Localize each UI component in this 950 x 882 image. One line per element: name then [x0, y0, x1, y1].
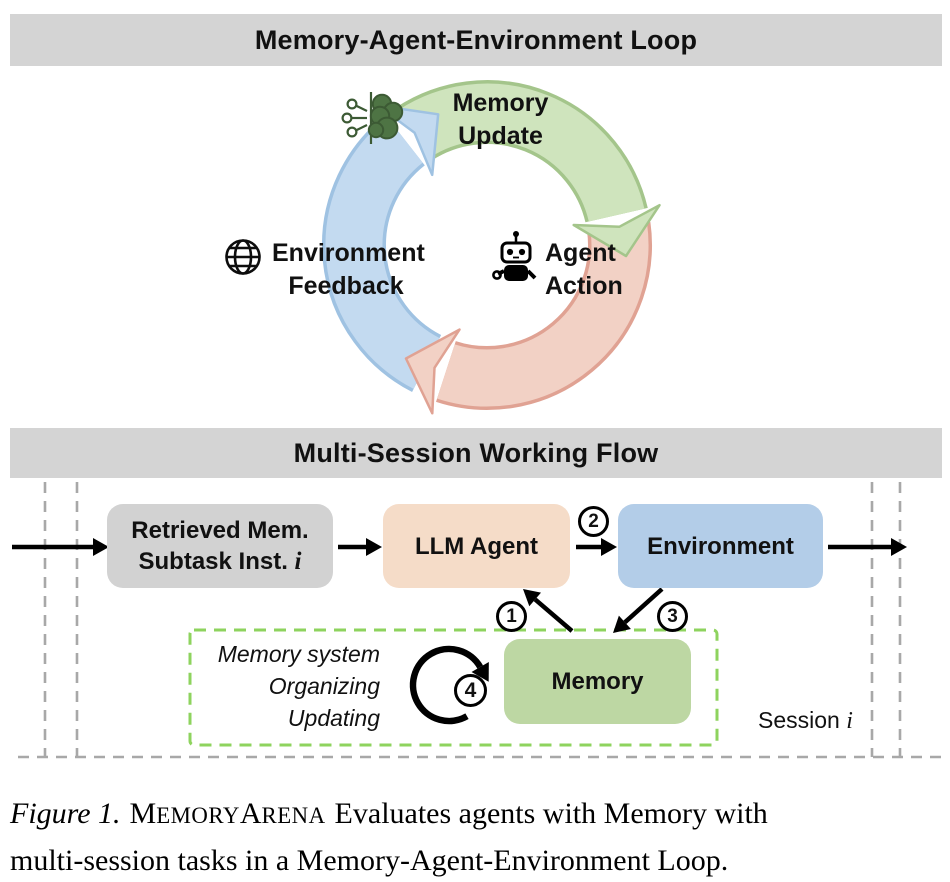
retrieved-memory-line1: Retrieved Mem.	[131, 517, 309, 544]
subtask-index-var: i	[294, 548, 302, 575]
environment-box-label: Environment	[647, 532, 794, 560]
memory-operations-label: Memory system Organizing Updating	[200, 638, 380, 734]
memory-box-label: Memory	[551, 668, 644, 695]
session-label: Session i	[758, 707, 853, 734]
step-1-badge: 1	[496, 601, 527, 632]
agent-action-line2: Action	[545, 272, 623, 300]
top-panel-title: Memory-Agent-Environment Loop	[254, 24, 698, 55]
agent-action-label: Agent Action	[545, 237, 623, 303]
globe-icon	[222, 236, 264, 283]
agent-action-line1: Agent	[545, 239, 616, 267]
session-index-var: i	[846, 708, 853, 734]
memory-ops-line2: Organizing	[268, 673, 380, 699]
environment-feedback-label: Environment Feedback	[272, 237, 425, 303]
memory-update-line2: Update	[458, 122, 543, 150]
memory-update-line1: Memory	[452, 89, 549, 117]
step-4-badge: 4	[454, 674, 487, 707]
step-2-badge: 2	[578, 506, 609, 537]
memory-box: Memory	[504, 639, 691, 724]
caption-line1: Figure 1.MemoryArenaEvaluates agents wit…	[10, 797, 768, 830]
memory-update-label: Memory Update	[418, 87, 583, 153]
brand-name: MemoryArena	[129, 797, 326, 830]
figure-number: Figure 1.	[10, 797, 121, 830]
caption-line2: multi-session tasks in a Memory-Agent-En…	[10, 844, 729, 877]
bottom-panel-title: Multi-Session Working Flow	[293, 437, 659, 468]
top-panel-header: Memory-Agent-Environment Loop	[10, 14, 942, 66]
retrieved-memory-box: Retrieved Mem. Subtask Inst. i	[107, 504, 333, 588]
memory-ops-line3: Updating	[287, 705, 380, 731]
llm-agent-box: LLM Agent	[383, 504, 570, 588]
llm-agent-label: LLM Agent	[414, 532, 539, 560]
environment-feedback-line2: Feedback	[288, 272, 404, 300]
brain-circuit-icon	[338, 86, 408, 155]
environment-box: Environment	[618, 504, 823, 588]
bottom-panel-header: Multi-Session Working Flow	[10, 428, 942, 478]
memory-ops-line1: Memory system	[217, 641, 380, 667]
figure-caption: Figure 1.MemoryArenaEvaluates agents wit…	[10, 791, 944, 882]
environment-feedback-line1: Environment	[272, 239, 425, 267]
step-3-badge: 3	[657, 601, 688, 632]
robot-icon	[491, 229, 541, 292]
retrieved-memory-line2: Subtask Inst. i	[138, 548, 302, 575]
